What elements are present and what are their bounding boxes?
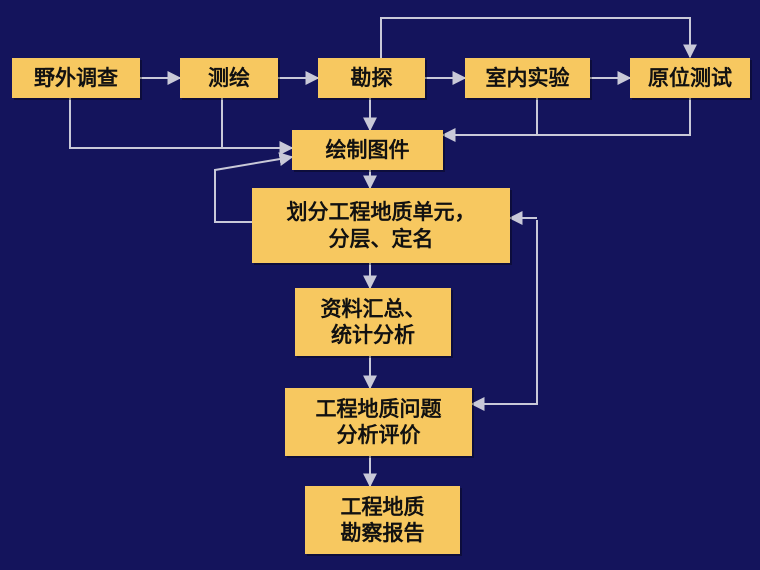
node-draw-maps: 绘制图件	[292, 130, 443, 170]
arrow-exploration-to-insitu-loop	[380, 17, 697, 60]
arrow-lab-to-maps	[441, 98, 538, 142]
arrow-insitu-to-maps	[537, 98, 691, 136]
node-lab-test: 室内实验	[465, 58, 590, 98]
node-divide-units: 划分工程地质单元， 分层、定名	[252, 188, 510, 263]
node-evaluate: 工程地质问题 分析评价	[285, 388, 472, 456]
node-field-survey: 野外调查	[12, 58, 140, 98]
node-exploration: 勘探	[318, 58, 425, 98]
arrow-divide-to-evaluate-loop	[470, 220, 538, 411]
node-summarize: 资料汇总、 统计分析	[295, 288, 451, 356]
node-insitu-test: 原位测试	[630, 58, 750, 98]
arrow-field-to-maps	[69, 98, 294, 155]
arrow-divide-feedback-to-maps	[214, 152, 294, 223]
node-surveying: 测绘	[180, 58, 278, 98]
node-report: 工程地质 勘察报告	[305, 486, 460, 554]
